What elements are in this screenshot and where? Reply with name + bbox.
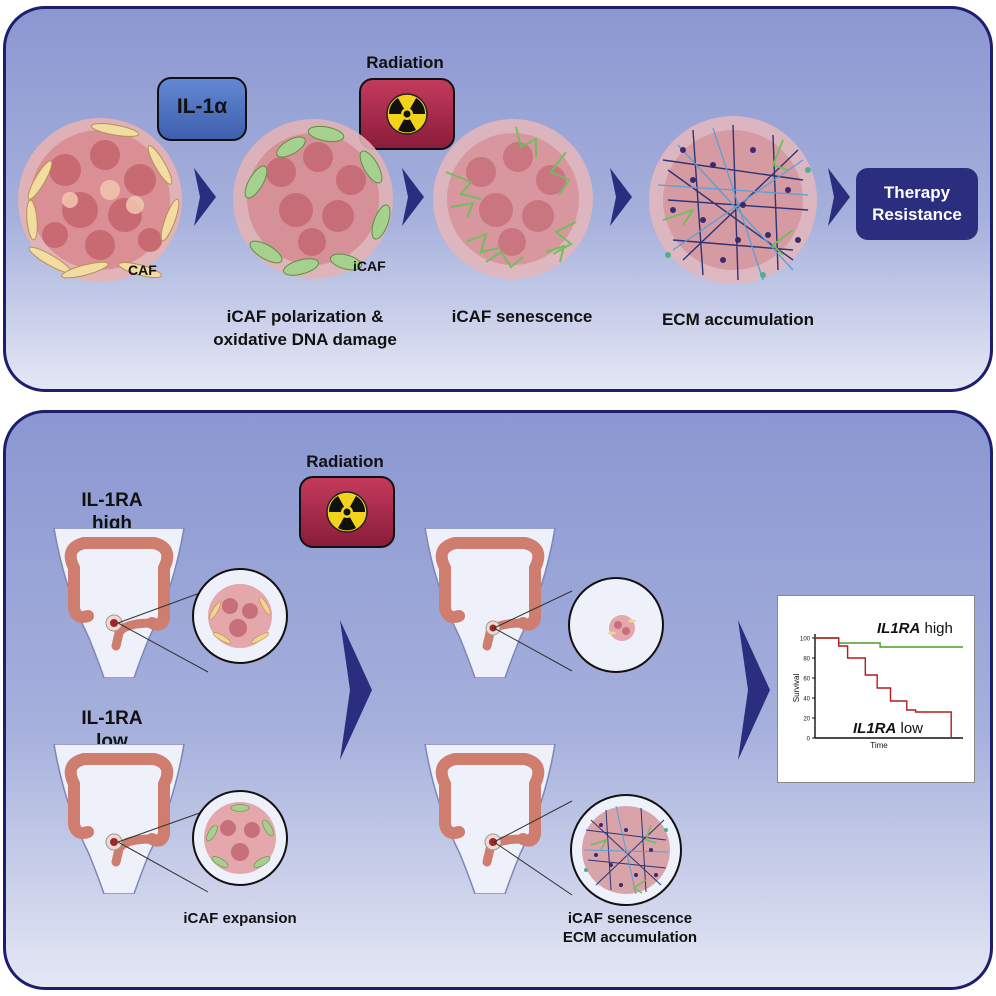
stage1-label-line1: iCAF polarization & <box>226 307 384 326</box>
arrow-chevron-4 <box>828 168 850 226</box>
radiation-badge-bottom <box>299 476 395 548</box>
y-tick-label: 40 <box>803 697 810 703</box>
arrow-chevron-6 <box>738 620 770 760</box>
y-tick-label: 0 <box>807 737 811 743</box>
body-colon-high-pre <box>53 528 185 678</box>
expansion-label: iCAF expansion <box>183 910 297 927</box>
zoom-circle-high-pre <box>192 568 288 664</box>
il1a-label: IL-1α <box>176 95 228 118</box>
radiation-icon <box>326 491 368 533</box>
radiation-icon <box>386 93 428 135</box>
y-tick-label: 20 <box>803 717 810 723</box>
body-colon-low-pre <box>53 744 185 894</box>
stage1-label-line2: oxidative DNA damage <box>213 330 397 349</box>
tumor-icaf-senescence <box>433 119 593 279</box>
zoom-lines-low-post <box>493 800 573 896</box>
zoom-lines-low-pre <box>117 809 209 893</box>
y-tick-label: 60 <box>803 677 810 683</box>
series-label-low: IL1RA low <box>853 720 923 737</box>
series-line-low <box>815 637 952 738</box>
caf-label: CAF <box>128 262 157 278</box>
y-tick-label: 100 <box>800 637 811 643</box>
chart-background <box>777 595 975 783</box>
arrow-chevron-2 <box>402 168 424 226</box>
tumor-ecm-accumulation <box>649 116 817 284</box>
il1a-badge: IL-1α <box>157 77 247 141</box>
y-axis-label: Survival <box>792 674 801 703</box>
tumor-with-icaf <box>233 119 393 279</box>
arrow-chevron-3 <box>610 168 632 226</box>
therapy-resistance-box: Therapy Resistance <box>856 168 978 240</box>
tumor-with-caf <box>18 118 182 282</box>
arrow-chevron-5 <box>340 620 372 760</box>
zoom-lines-high-pre <box>117 589 209 673</box>
therapy-line1: Therapy <box>883 183 951 202</box>
stage2-label: iCAF senescence <box>451 307 593 326</box>
radiation-badge-top <box>359 78 455 150</box>
zoom-circle-low-pre <box>192 790 288 886</box>
x-axis-label: Time <box>870 741 888 750</box>
radiation-label-bottom: Radiation <box>306 452 384 471</box>
arrow-chevron-1 <box>194 168 216 226</box>
therapy-line2: Resistance <box>872 205 962 224</box>
zoom-circle-high-post <box>568 577 664 673</box>
y-tick-label: 80 <box>803 657 810 663</box>
il1ra-low-line1: IL-1RA <box>81 708 143 729</box>
senescence-label-line1: iCAF senescence <box>567 910 693 927</box>
il1ra-high-line1: IL-1RA <box>81 490 143 511</box>
stage3-label: ECM accumulation <box>661 310 815 329</box>
body-colon-low-post <box>424 744 556 894</box>
icaf-label: iCAF <box>353 258 386 274</box>
zoom-lines-high-post <box>493 590 573 672</box>
senescence-label-line2: ECM accumulation <box>562 929 698 946</box>
zoom-circle-low-post <box>570 794 682 906</box>
series-label-high: IL1RA high <box>877 620 953 637</box>
radiation-label-top: Radiation <box>366 53 444 72</box>
